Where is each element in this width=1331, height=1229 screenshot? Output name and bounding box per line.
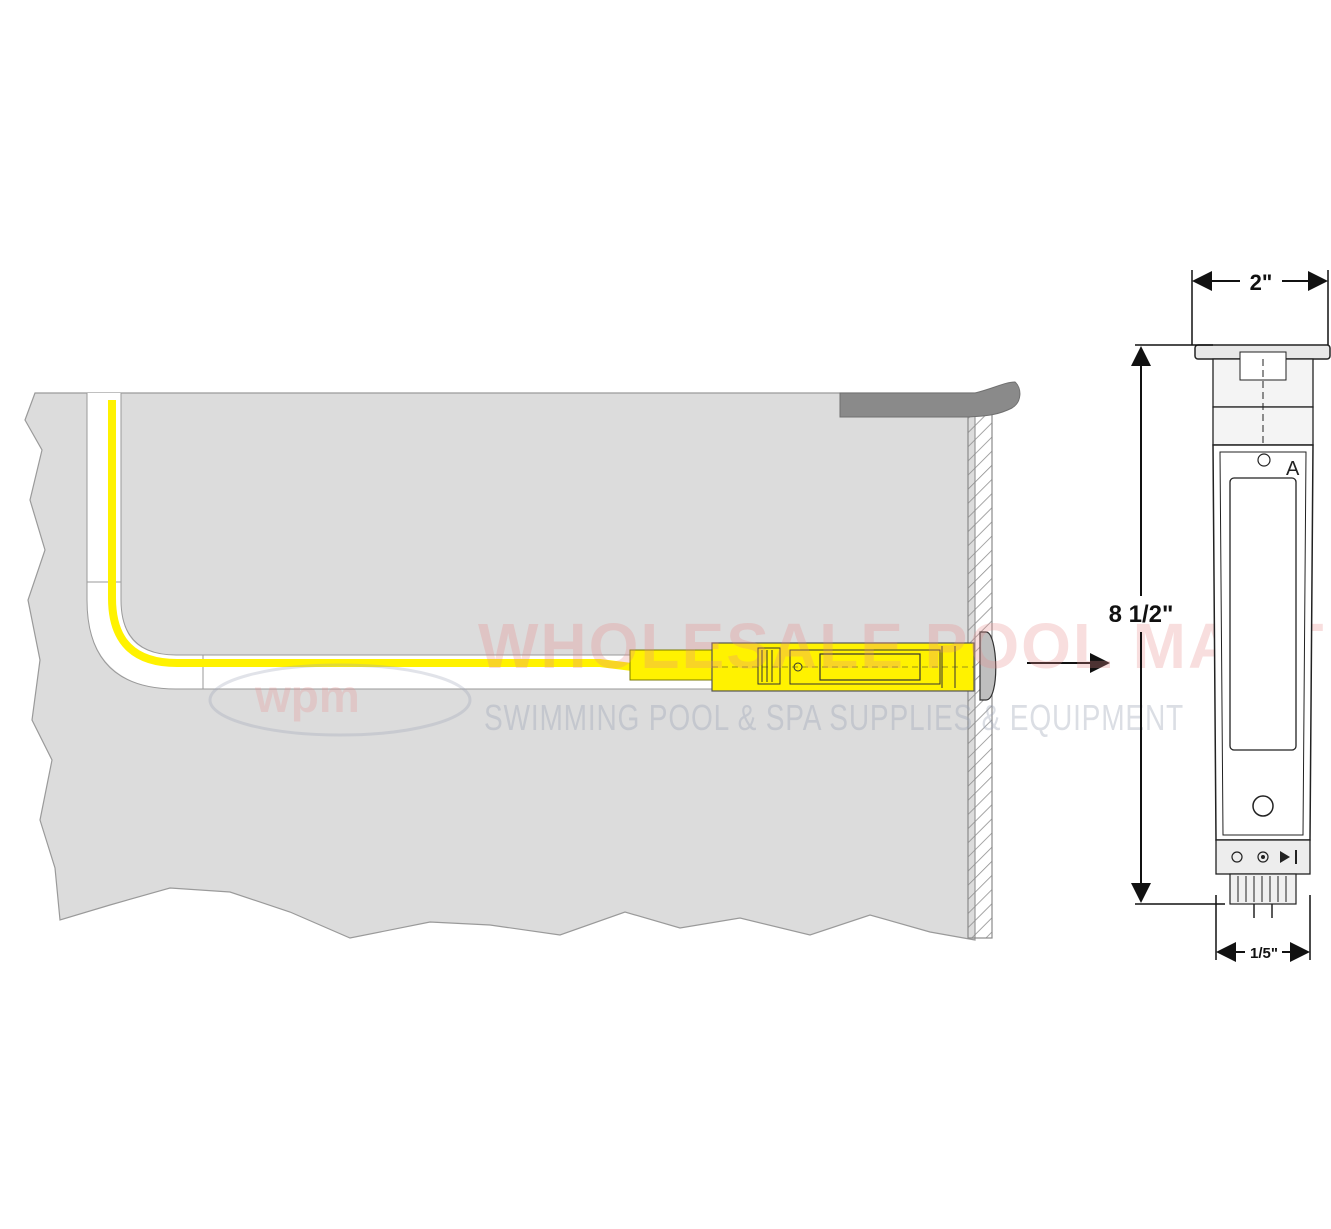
dimension-label-bottom: 1/5" bbox=[1250, 945, 1278, 962]
watermark-logo: wpm bbox=[254, 670, 360, 722]
watermark-line1: WHOLESALE POOL MART bbox=[478, 610, 1325, 682]
dimension-label-width: 2" bbox=[1250, 270, 1273, 295]
dimension-width-bottom: 1/5" bbox=[1215, 895, 1311, 962]
watermark-line2: SWIMMING POOL & SPA SUPPLIES & EQUIPMENT bbox=[484, 697, 1184, 738]
watermark: wpm WHOLESALE POOL MART SWIMMING POOL & … bbox=[208, 610, 1325, 738]
dimension-width-top: 2" bbox=[1191, 270, 1329, 345]
product-letter-marking: A bbox=[1286, 458, 1300, 480]
dimension-height: 8 1/2" bbox=[1109, 344, 1225, 905]
pool-coping bbox=[839, 381, 1021, 418]
conduit-pipe bbox=[87, 393, 720, 689]
product-detail-view: A bbox=[1194, 344, 1331, 918]
yellow-wire bbox=[108, 400, 641, 672]
installed-device bbox=[629, 631, 997, 701]
conduit-outline bbox=[86, 393, 720, 690]
dimension-label-height: 8 1/2" bbox=[1109, 601, 1174, 628]
conduit-outline-inner bbox=[120, 393, 720, 656]
